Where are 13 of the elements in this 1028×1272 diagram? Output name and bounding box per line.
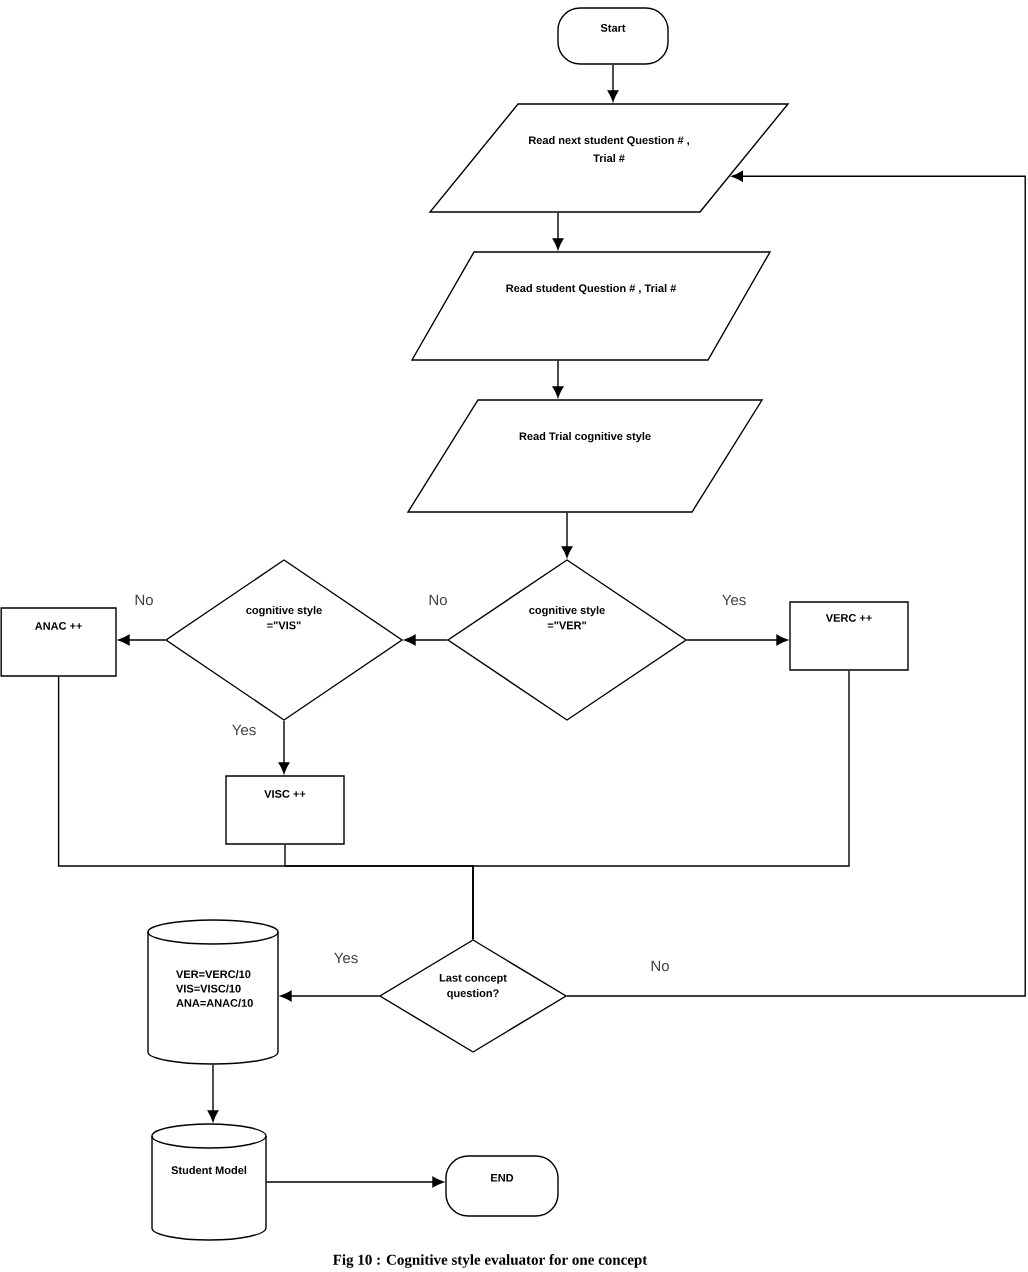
arrow (566, 170, 1026, 997)
arrow (207, 1064, 219, 1122)
connector-line (472, 670, 850, 940)
arrow (118, 634, 166, 646)
arrow (686, 634, 788, 646)
arrow (266, 1176, 444, 1188)
arrow (404, 634, 448, 646)
arrow (607, 64, 619, 102)
arrow (280, 990, 380, 1002)
arrow (552, 360, 564, 398)
arrow (552, 212, 564, 250)
arrow (278, 720, 290, 774)
arrow (561, 512, 573, 558)
